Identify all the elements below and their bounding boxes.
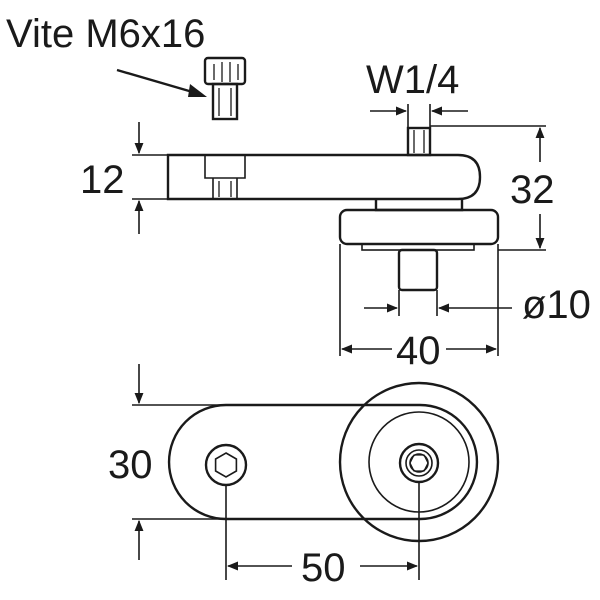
thickness-label: 12 (80, 158, 125, 202)
plate-top-outline (167, 403, 479, 521)
width-label: 30 (108, 443, 153, 487)
screw-head-top (204, 443, 248, 487)
stud-top (398, 442, 440, 484)
screw-leader-arrow (116, 68, 197, 95)
pin-diameter-label: ø10 (522, 283, 591, 327)
center-distance-label: 50 (301, 546, 346, 590)
side-view: Vite M6x16 (6, 12, 591, 373)
screw-label: Vite M6x16 (6, 12, 205, 56)
knurled-knob (338, 199, 500, 292)
height-label: 32 (510, 168, 555, 212)
stud-w14 (406, 126, 432, 157)
knob-diameter-label: 40 (396, 329, 441, 373)
top-view: 30 50 (108, 364, 500, 590)
thread-label: W1/4 (366, 58, 459, 102)
screw-m6 (203, 56, 247, 121)
plate-side (166, 153, 482, 201)
screw-leader-arrowhead (188, 84, 207, 97)
